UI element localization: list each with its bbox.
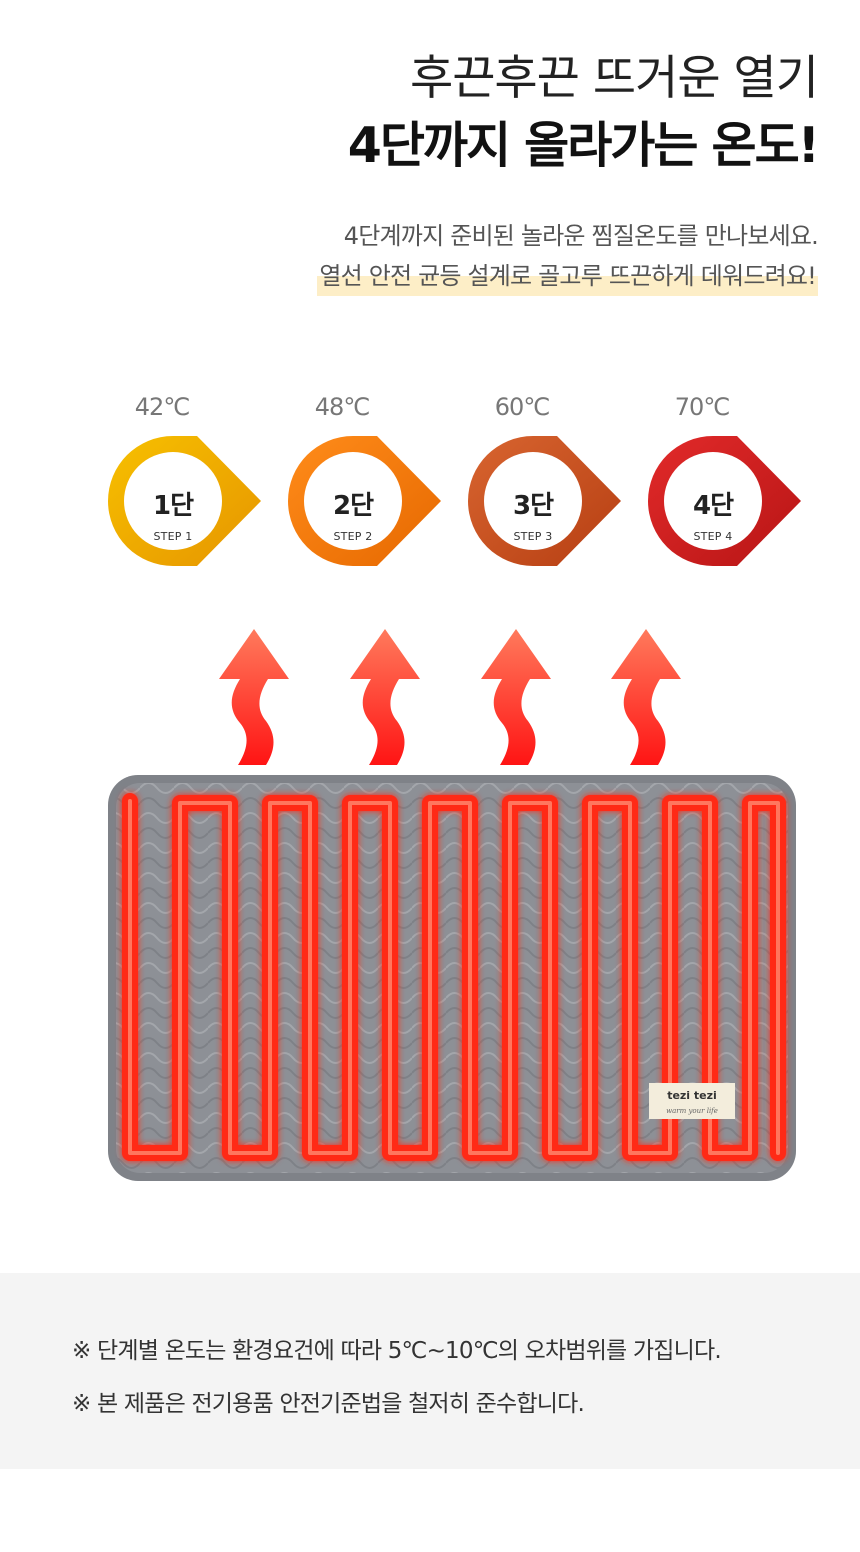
step-badge-icon xyxy=(108,436,261,566)
step-label: STEP 4 xyxy=(693,530,733,543)
step-3: 60℃ 3단 STEP 3 xyxy=(457,390,627,568)
headline-line2: 4단까지 올라가는 온도! xyxy=(347,117,820,174)
step-level: 3단 xyxy=(512,491,554,521)
subtext: 4단계까지 준비된 놀라운 찜질온도를 만나보세요. 열선 안전 균등 설계로 … xyxy=(317,216,819,296)
step-badge-label: 3단 STEP 3 xyxy=(483,490,583,543)
subtext-line1: 4단계까지 준비된 놀라운 찜질온도를 만나보세요. xyxy=(343,222,819,250)
step-2: 48℃ 2단 STEP 2 xyxy=(277,390,447,568)
brand-tag-name: tezi tezi xyxy=(667,1089,717,1102)
step-label: STEP 2 xyxy=(333,530,373,543)
step-1: 42℃ 1단 STEP 1 xyxy=(97,390,267,568)
step-temp: 42℃ xyxy=(134,393,191,421)
step-badge-icon xyxy=(648,436,801,566)
step-4: 70℃ 4단 STEP 4 xyxy=(637,390,807,568)
step-badge-label: 2단 STEP 2 xyxy=(303,490,403,543)
step-badge-icon xyxy=(468,436,621,566)
notes-panel: ※ 단계별 온도는 환경요건에 따라 5℃~10℃의 오차범위를 가집니다. ※… xyxy=(0,1273,860,1469)
heat-arrow-icon xyxy=(219,629,289,765)
headline: 후끈후끈 뜨거운 열기 4단까지 올라가는 온도! xyxy=(347,46,820,180)
heat-arrow-icon xyxy=(481,629,551,765)
heat-arrow-icon xyxy=(350,629,420,765)
step-level: 2단 xyxy=(332,491,374,521)
step-badge-icon xyxy=(288,436,441,566)
step-label: STEP 1 xyxy=(153,530,193,543)
note-tolerance: ※ 단계별 온도는 환경요건에 따라 5℃~10℃의 오차범위를 가집니다. xyxy=(72,1338,722,1364)
headline-line1: 후끈후끈 뜨거운 열기 xyxy=(409,51,819,106)
step-temp: 60℃ xyxy=(494,393,551,421)
brand-tag-slogan: warm your life xyxy=(666,1107,718,1115)
heating-mat-image: tezi tezi warm your life xyxy=(108,775,796,1181)
step-level: 1단 xyxy=(152,491,194,521)
step-badge-label: 4단 STEP 4 xyxy=(663,490,763,543)
heat-arrows xyxy=(219,629,681,765)
step-level: 4단 xyxy=(692,491,734,521)
brand-tag: tezi tezi warm your life xyxy=(649,1083,735,1119)
heat-arrow-icon xyxy=(611,629,681,765)
note-safety: ※ 본 제품은 전기용품 안전기준법을 철저히 준수합니다. xyxy=(72,1391,585,1417)
step-label: STEP 3 xyxy=(513,530,553,543)
temperature-steps: 42℃ 1단 STEP 1 48℃ xyxy=(0,390,860,590)
step-badge-label: 1단 STEP 1 xyxy=(123,490,223,543)
step-temp: 70℃ xyxy=(674,393,731,421)
subtext-line2-highlighted: 열선 안전 균등 설계로 골고루 뜨끈하게 데워드려요! xyxy=(317,256,818,296)
step-temp: 48℃ xyxy=(314,393,371,421)
